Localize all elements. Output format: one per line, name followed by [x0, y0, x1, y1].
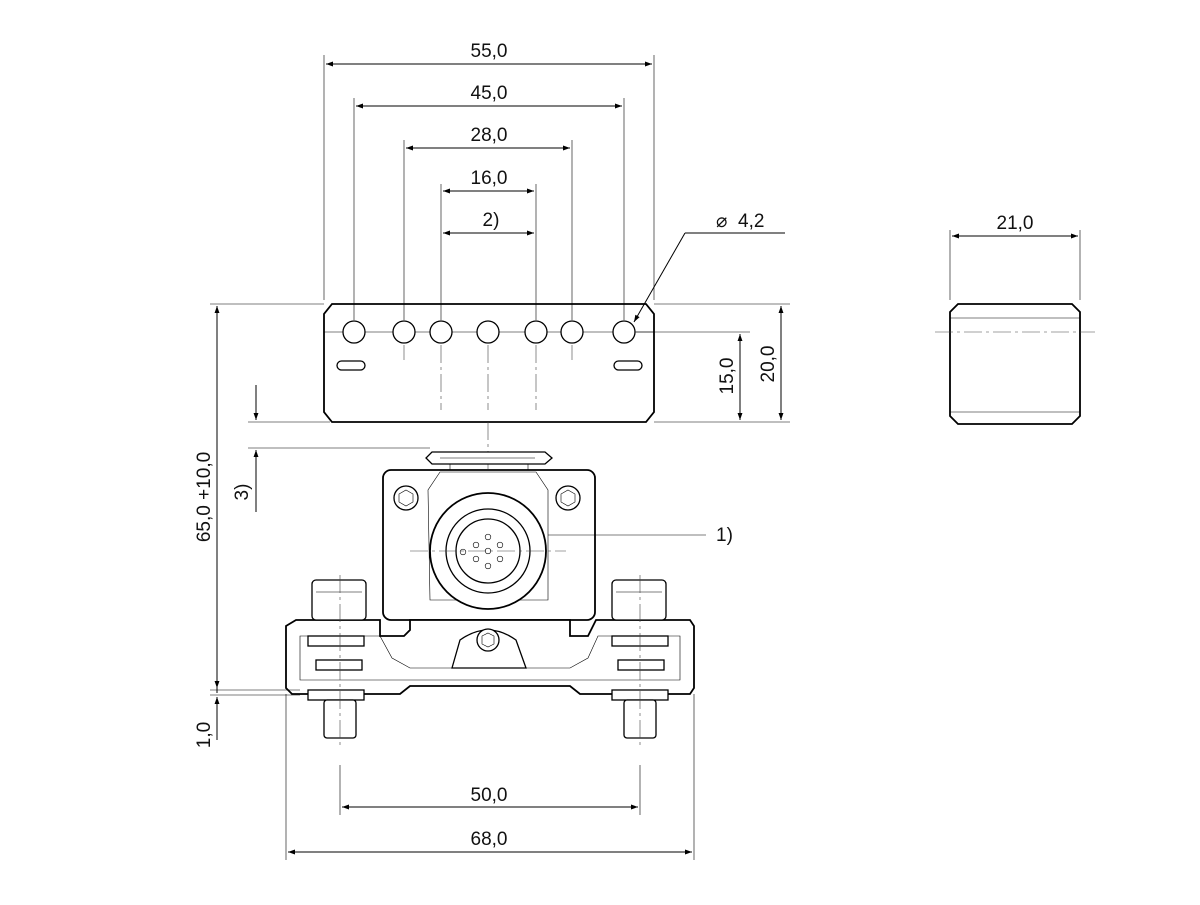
dim-hole-diameter: 4,2 [738, 211, 764, 232]
dim-height-65: 65,0 +10,0 [194, 452, 215, 542]
m12-connector [410, 492, 566, 610]
dim-height-15: 15,0 [717, 358, 738, 395]
top-dimension-lines [323, 55, 785, 323]
note-3-label: 3) [232, 484, 253, 501]
dim-side-width: 21,0 [997, 213, 1034, 234]
dim-width-45: 45,0 [471, 83, 508, 104]
bottom-dimension-lines [285, 694, 695, 860]
side-view-block [935, 230, 1095, 425]
dim-width-55: 55,0 [471, 41, 508, 62]
dim-base-width: 68,0 [471, 829, 508, 850]
dim-offset-1: 1,0 [194, 722, 215, 748]
right-dimension-lines [636, 303, 790, 423]
callout-1-label: 1) [716, 525, 733, 546]
right-bolt [611, 575, 669, 745]
housing-screws [393, 485, 581, 511]
mounting-plate-front [323, 303, 655, 423]
dim-height-20: 20,0 [758, 346, 779, 383]
dim-width-16: 16,0 [471, 168, 508, 189]
note-2-label: 2) [483, 210, 500, 231]
left-bolt [307, 575, 367, 745]
base-bracket [285, 619, 695, 695]
dim-bolt-spacing: 50,0 [471, 785, 508, 806]
dim-width-28: 28,0 [471, 125, 508, 146]
mounting-holes [336, 320, 643, 371]
diameter-symbol: ⌀ [716, 211, 727, 232]
left-dimension-lines [210, 303, 430, 740]
sensor-housing [382, 422, 596, 621]
hole-centerlines [403, 345, 573, 410]
